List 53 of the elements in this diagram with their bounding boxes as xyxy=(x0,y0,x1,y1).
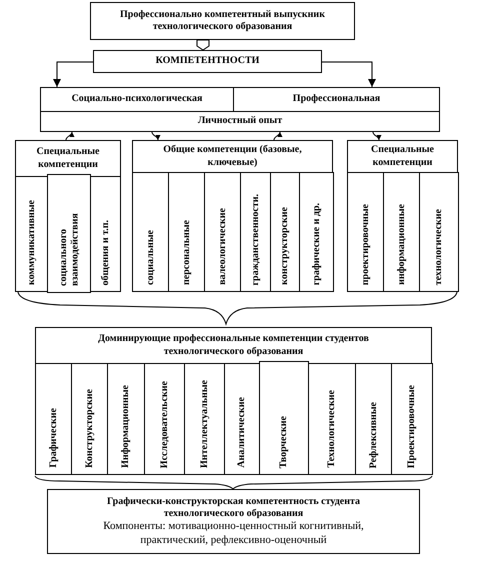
category-box xyxy=(40,111,440,132)
group-heading: Общие компетенции (базовые, ключевые) xyxy=(163,144,302,169)
column-label: валеологические xyxy=(216,208,228,285)
arrow xyxy=(322,62,376,88)
column-label: гражданственности. xyxy=(250,194,262,285)
column-label: Проектировочные xyxy=(406,384,418,468)
box-label: Профессиональная xyxy=(292,93,380,106)
block-arrow xyxy=(196,40,210,51)
column-label: Творческие xyxy=(278,416,290,468)
group-panel xyxy=(132,140,333,292)
result-box xyxy=(47,489,420,554)
arrow xyxy=(152,132,160,140)
column-label: Интеллектуальные xyxy=(198,380,210,468)
group-heading: Специальные компетенции xyxy=(370,144,435,169)
box-label: Социально-психологическая xyxy=(72,93,202,106)
column-cell xyxy=(47,174,91,293)
box-label: Личностный опыт xyxy=(198,115,282,128)
column-label: проектировочные xyxy=(360,204,372,285)
column-label: общения и т.п. xyxy=(100,220,112,285)
column-cell xyxy=(299,172,334,292)
arrow xyxy=(66,132,74,140)
arrow xyxy=(372,132,381,140)
column-label: Графические xyxy=(48,408,60,468)
column-label: коммуникативные xyxy=(26,200,38,285)
column-label: Технологические xyxy=(326,390,338,468)
header-box xyxy=(90,2,355,40)
category-box xyxy=(233,87,440,112)
column-label: Аналитические xyxy=(236,397,248,468)
group-panel xyxy=(35,327,432,475)
result-title: Графически-конструкторская компетентность студента технологического образования xyxy=(106,496,362,520)
column-label: информационные xyxy=(396,204,408,285)
column-label: Рефлексивные xyxy=(368,402,380,468)
result-text: Компоненты: мотивационно-ценностный когнитивный, практический, рефлексивно-оценочный xyxy=(102,520,365,547)
group-panel xyxy=(347,140,458,292)
box-label: КОМПЕТЕНТНОСТИ xyxy=(156,55,260,68)
group-heading: Доминирующие профессиональные компетенции студентов технологического образования xyxy=(97,333,370,358)
column-label: конструкторские xyxy=(279,207,291,285)
group-heading: Специальные компетенции xyxy=(36,146,100,171)
arrow xyxy=(274,132,282,140)
column-label: графические и др. xyxy=(310,202,322,285)
group-panel xyxy=(15,140,121,292)
arrow xyxy=(53,62,94,88)
column-label: социальные xyxy=(144,230,156,285)
box-label: Профессионально компетентный выпускник технологического образования xyxy=(119,8,326,34)
column-label: Конструкторские xyxy=(84,389,96,468)
column-cell xyxy=(391,363,433,475)
column-label: персональные xyxy=(180,220,192,285)
column-label: технологические xyxy=(433,208,445,285)
category-box xyxy=(40,87,234,112)
column-cell xyxy=(419,172,459,292)
column-label: социального взаимодействия xyxy=(58,212,80,286)
column-label: Информационные xyxy=(120,385,132,468)
column-label: Исследовательские xyxy=(158,380,170,468)
